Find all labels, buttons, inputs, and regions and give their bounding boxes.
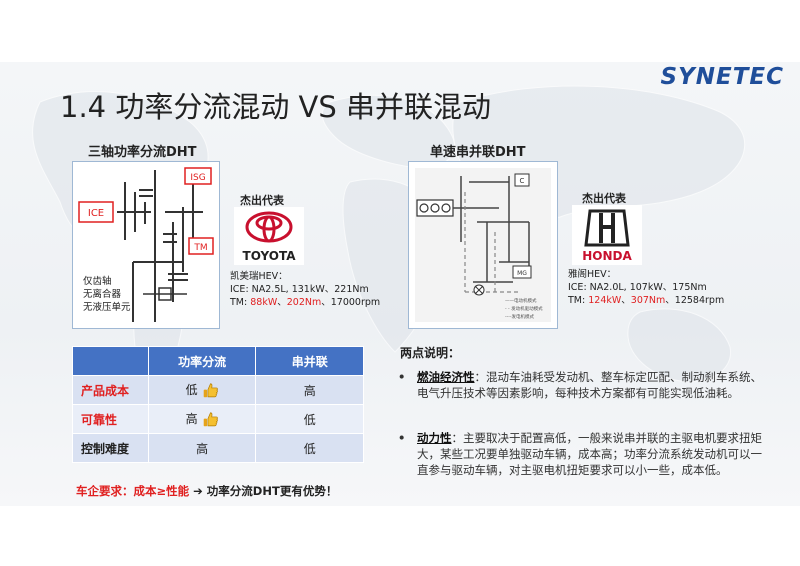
- cell-power-split-control: 高: [147, 433, 257, 463]
- row-label-cost: 产品成本: [72, 375, 149, 405]
- table-row: 控制难度 高 低: [72, 433, 364, 463]
- table-row: 可靠性 高 低: [72, 404, 364, 434]
- ice-label: ICE: [88, 208, 104, 219]
- right-representative-label: 杰出代表: [582, 192, 626, 205]
- honda-tm-spec: TM: 124kW、307Nm、12584rpm: [568, 295, 725, 306]
- point-item-fuel-economy: • 燃油经济性：混动车油耗受发动机、整车标定匹配、制动刹车系统、电气升压技术等因…: [398, 369, 770, 401]
- point-text-fuel-economy: ：混动车油耗受发动机、整车标定匹配、制动刹车系统、电气升压技术等因素影响，每种技…: [417, 370, 762, 400]
- toyota-logo-icon: TOYOTA: [234, 207, 304, 265]
- toyota-tm-spec: TM: 88kW、202Nm、17000rpm: [230, 297, 381, 308]
- power-split-schematic: ICE ISG TM 仅齿轴 无离合器 无液压单元: [78, 167, 214, 322]
- row-label-control-difficulty: 控制难度: [72, 433, 149, 463]
- conclusion-result: 功率分流DHT更有优势！: [202, 484, 338, 498]
- table-header-power-split: 功率分流: [147, 346, 257, 376]
- bullet-icon: •: [398, 370, 406, 384]
- row-label-reliability: 可靠性: [72, 404, 149, 434]
- honda-brand-text: HONDA: [582, 249, 632, 263]
- comparison-table: 功率分流 串并联 产品成本 低 高 可靠性 高 低 控制难度 高 低: [72, 346, 364, 463]
- cell-series-parallel-cost: 高: [255, 375, 364, 405]
- table-header-row: 功率分流 串并联: [72, 346, 364, 376]
- table-header-empty: [72, 346, 149, 376]
- point-text-power: ：主要取决于配置高低，一般来说串并联的主驱电机要求扭矩大，某些工况要单独驱动车辆…: [417, 431, 762, 477]
- note-no-clutch: 无离合器: [83, 288, 122, 300]
- table-header-series-parallel: 串并联: [255, 346, 364, 376]
- point-item-power: • 动力性：主要取决于配置高低，一般来说串并联的主驱电机要求扭矩大，某些工况要单…: [398, 430, 770, 478]
- honda-model: 雅阁HEV：: [568, 269, 617, 280]
- note-gear-shaft: 仅齿轴: [83, 275, 112, 287]
- series-parallel-diagram: C MG ——电动机模式 - - 发动机驱动模式 ----发电机模式: [408, 161, 558, 329]
- left-representative-label: 杰出代表: [240, 194, 284, 207]
- mg-label: MG: [517, 270, 527, 277]
- arrow-right-icon: ➔: [193, 484, 203, 498]
- toyota-model: 凯美瑞HEV：: [230, 271, 288, 282]
- honda-ice-spec: ICE: NA2.0L, 107kW、175Nm: [568, 282, 707, 293]
- tm-label: TM: [193, 243, 207, 253]
- cell-series-parallel-control: 低: [255, 433, 364, 463]
- toyota-ice-spec: ICE: NA2.5L, 131kW、221Nm: [230, 284, 369, 295]
- toyota-brand-text: TOYOTA: [243, 249, 297, 263]
- legend-generator: ----发电机模式: [505, 313, 534, 320]
- honda-logo-icon: HONDA: [572, 205, 642, 265]
- synetec-logo: SYNETEC: [660, 64, 784, 90]
- table-row: 产品成本 低 高: [72, 375, 364, 405]
- point-key-fuel-economy: 燃油经济性: [417, 370, 475, 384]
- left-diagram-subtitle: 三轴功率分流DHT: [88, 145, 197, 160]
- thumbs-up-icon: [203, 383, 218, 398]
- cell-series-parallel-reliability: 低: [255, 404, 364, 434]
- isg-label: ISG: [190, 173, 205, 183]
- cell-power-split-reliability: 高: [147, 404, 257, 434]
- legend-engine: - - 发动机驱动模式: [505, 305, 543, 312]
- toyota-spec: 凯美瑞HEV： ICE: NA2.5L, 131kW、221Nm TM: 88k…: [230, 270, 380, 309]
- honda-spec: 雅阁HEV： ICE: NA2.0L, 107kW、175Nm TM: 124k…: [568, 268, 724, 307]
- conclusion: 车企要求：成本≥性能 ➔ 功率分流DHT更有优势！: [76, 483, 337, 499]
- clutch-label: C: [520, 177, 525, 185]
- power-split-diagram: ICE ISG TM 仅齿轴 无离合器 无液压单元: [72, 161, 220, 329]
- page-title: 1.4 功率分流混动 VS 串并联混动: [60, 90, 492, 124]
- cell-power-split-cost: 低: [147, 375, 257, 405]
- point-key-power: 动力性: [417, 431, 452, 445]
- legend-motor: ——电动机模式: [505, 297, 537, 304]
- bullet-icon: •: [398, 431, 406, 445]
- points-title: 两点说明：: [400, 346, 461, 360]
- series-parallel-schematic: C MG ——电动机模式 - - 发动机驱动模式 ----发电机模式: [415, 168, 551, 322]
- note-no-hydraulic: 无液压单元: [83, 301, 131, 313]
- conclusion-requirement: 车企要求：成本≥性能: [76, 484, 190, 498]
- right-diagram-subtitle: 单速串并联DHT: [430, 145, 526, 160]
- thumbs-up-icon: [203, 412, 218, 427]
